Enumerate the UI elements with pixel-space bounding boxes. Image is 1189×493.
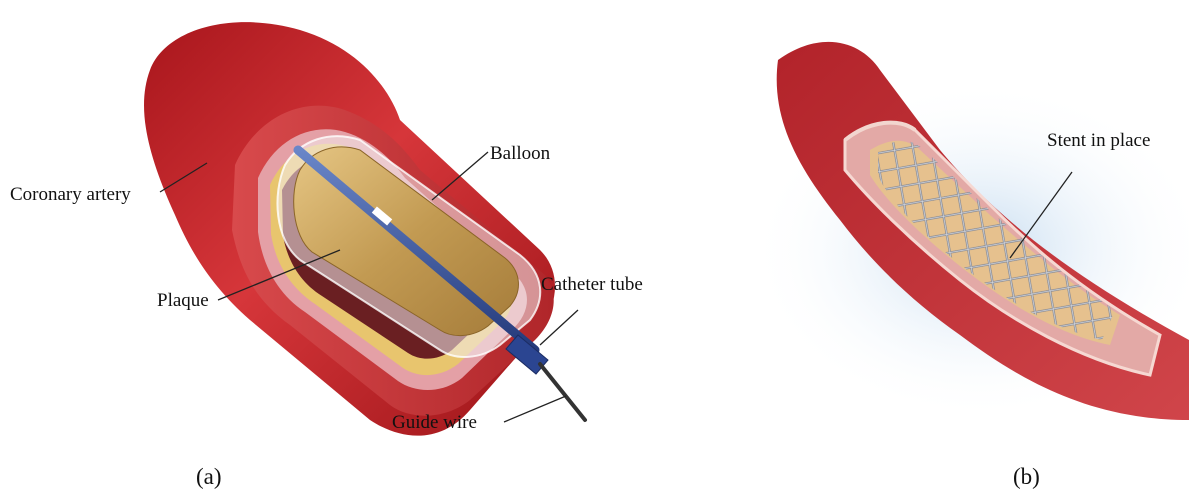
guide-wire [540, 364, 585, 420]
caption-a: (a) [196, 464, 222, 489]
label-balloon: Balloon [490, 143, 551, 164]
label-stent-in-place: Stent in place [1047, 130, 1150, 151]
panel-a-illustration [144, 22, 585, 436]
label-coronary-artery: Coronary artery [10, 184, 131, 205]
label-catheter-tube: Catheter tube [541, 274, 643, 295]
panel-b-illustration [750, 42, 1189, 420]
label-guide-wire: Guide wire [392, 412, 477, 433]
caption-b: (b) [1013, 464, 1040, 489]
leader-guide-wire [504, 396, 566, 422]
label-plaque: Plaque [157, 290, 209, 311]
